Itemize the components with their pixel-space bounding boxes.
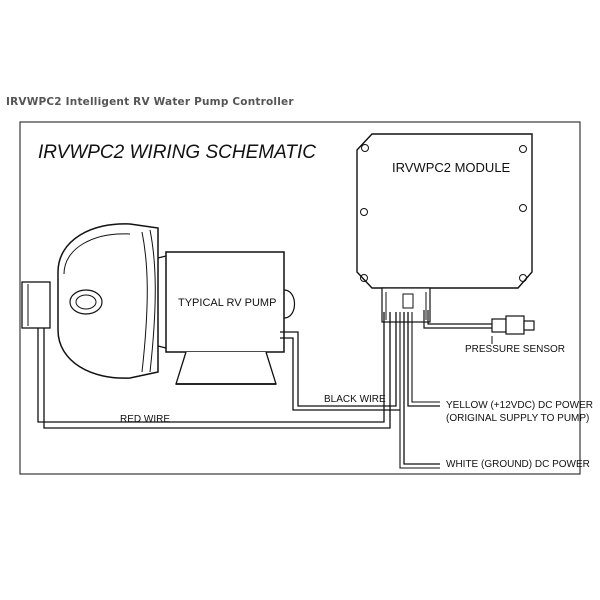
mount-hole (519, 274, 527, 282)
mount-hole (519, 145, 527, 153)
mount-hole (360, 208, 368, 216)
white-ground-wire (403, 312, 440, 465)
module-connector (381, 287, 431, 323)
schematic-title: IRVWPC2 WIRING SCHEMATIC (38, 142, 316, 163)
mount-hole (519, 204, 527, 212)
white-ground-label: WHITE (GROUND) DC POWER (446, 459, 590, 470)
schematic-frame (19, 121, 581, 475)
controller-module: IRVWPC2 MODULE (356, 133, 533, 289)
black-wire-inner (280, 337, 400, 411)
red-wire-label: RED WIRE (120, 414, 170, 425)
pump-label: TYPICAL RV PUMP (178, 297, 276, 309)
pressure-sensor-label: PRESSURE SENSOR (465, 344, 565, 355)
module-label: IRVWPC2 MODULE (392, 160, 511, 175)
mount-hole (360, 274, 368, 282)
black-wire (280, 312, 397, 407)
yellow-power-wire (407, 312, 440, 407)
rv-pump: TYPICAL RV PUMP (21, 223, 296, 385)
red-wire (43, 312, 391, 429)
mount-hole (361, 144, 369, 152)
black-wire-label: BLACK WIRE (324, 394, 386, 405)
white-ground-wire-inner (399, 312, 440, 469)
yellow-power-sublabel: (ORIGINAL SUPPLY TO PUMP) (446, 413, 589, 424)
yellow-power-wire-inner (411, 312, 440, 403)
yellow-power-label: YELLOW (+12VDC) DC POWER (446, 400, 593, 411)
pressure-sensor: PRESSURE SENSOR (423, 310, 565, 355)
page-caption: IRVWPC2 Intelligent RV Water Pump Contro… (6, 96, 294, 108)
red-wire-inner (37, 312, 385, 423)
